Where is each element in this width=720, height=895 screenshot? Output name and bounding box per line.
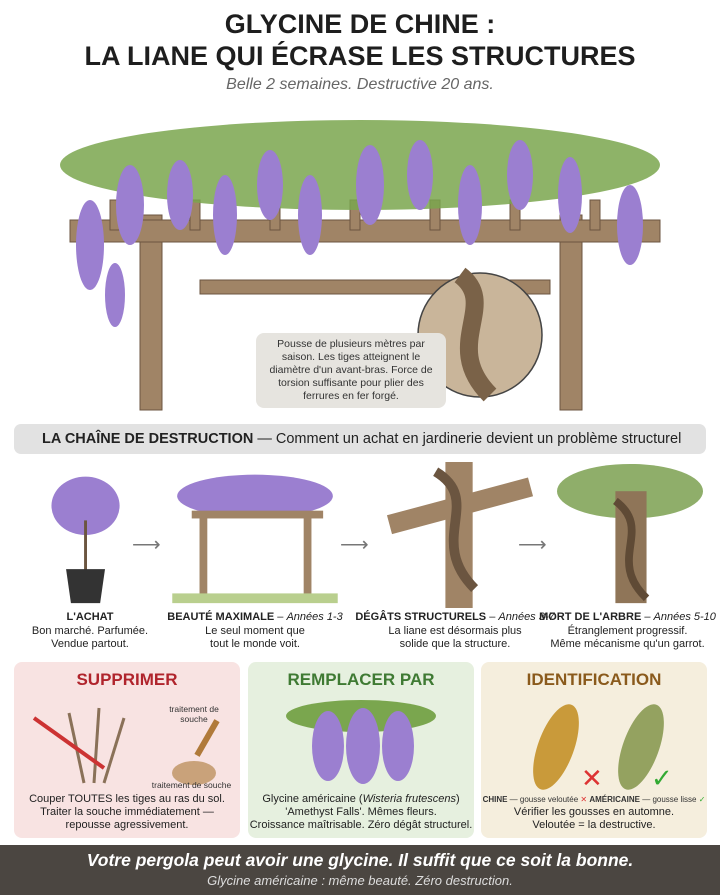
pod-legend: CHINE — gousse veloutée ✕ AMÉRICAINE — g…	[482, 795, 706, 804]
destruction-chain-banner: LA CHAÎNE DE DESTRUCTION — Comment un ac…	[14, 424, 706, 454]
stage-beauty-image	[172, 474, 338, 604]
panel-remove-title: SUPPRIMER	[76, 670, 178, 689]
panel-replace: REMPLACER PAR Glycine américaine (Wister…	[248, 662, 474, 838]
footer-subline: Glycine américaine : même beauté. Zéro d…	[207, 873, 513, 888]
title-line-1: GLYCINE DE CHINE :	[224, 9, 496, 39]
banner-title: LA CHAÎNE DE DESTRUCTION	[42, 431, 254, 447]
seed-pods-illustration: ✕✓	[533, 704, 673, 792]
panel-identification-title: IDENTIFICATION	[526, 670, 662, 689]
stump-label-top: traitement de souche	[169, 704, 219, 724]
pergola-illustration	[60, 120, 661, 411]
arrow-right-icon: ⟶	[340, 534, 369, 556]
panel-identification-text: Vérifier les gousses en automne.Veloutée…	[513, 806, 675, 831]
panel-identification: IDENTIFICATION ✕✓ CHINE — gousse velouté…	[481, 662, 707, 838]
panel-remove-text: Couper TOUTES les tiges au ras du sol.Tr…	[29, 793, 225, 831]
american-wisteria-illustration	[286, 700, 436, 784]
stage-purchase-image	[51, 476, 120, 604]
title-line-2: LA LIANE QUI ÉCRASE LES STRUCTURES	[84, 41, 636, 71]
stage-tree-death-image	[557, 463, 703, 604]
page-title: GLYCINE DE CHINE : LA LIANE QUI ÉCRASE L…	[0, 8, 720, 72]
footer-banner: Votre pergola peut avoir une glycine. Il…	[0, 845, 720, 895]
arrow-right-icon: ⟶	[518, 534, 547, 556]
panel-replace-title: REMPLACER PAR	[287, 670, 435, 689]
pruning-illustration	[32, 707, 220, 785]
cross-icon: ✕	[581, 763, 603, 792]
footer-headline: Votre pergola peut avoir une glycine. Il…	[86, 850, 634, 870]
subtitle: Belle 2 semaines. Destructive 20 ans.	[226, 76, 494, 93]
arrow-right-icon: ⟶	[132, 534, 161, 556]
panel-replace-text: Glycine américaine (Wisteria frutescens)…	[249, 793, 473, 831]
panel-remove: SUPPRIMER traitement de souche traitemen…	[14, 662, 240, 838]
banner-text: — Comment un achat en jardinerie devient…	[253, 431, 682, 447]
stump-label-bottom: traitement de souche	[151, 780, 232, 790]
check-icon: ✓	[651, 763, 673, 792]
stage-damage-image	[386, 462, 534, 608]
growth-callout: Pousse de plusieurs mètres par saison. L…	[256, 333, 446, 408]
